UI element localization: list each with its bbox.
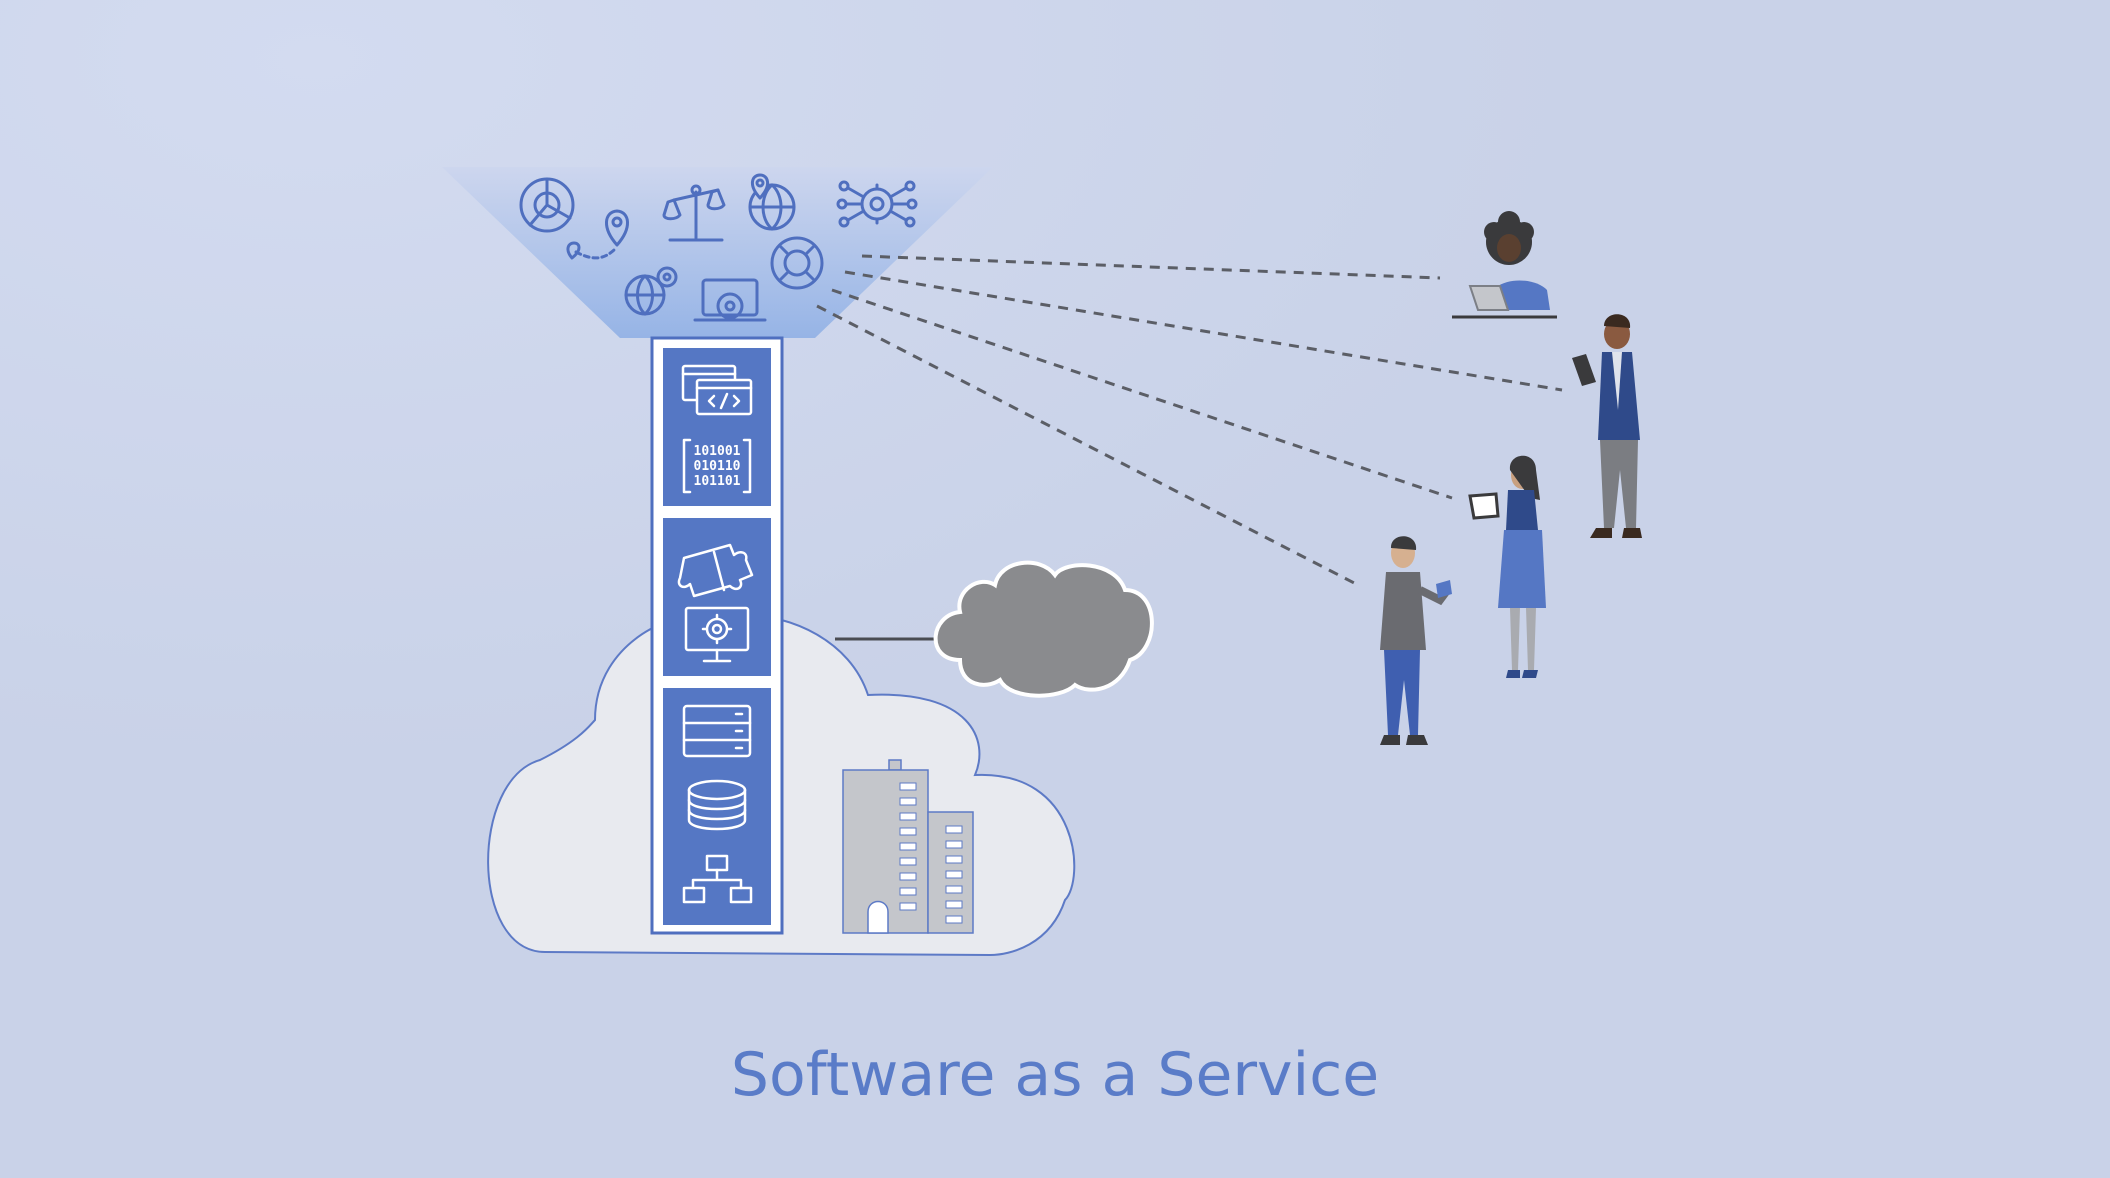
office-building-icon xyxy=(842,759,974,934)
globe-pin-icon xyxy=(748,173,796,231)
person-phone-man-icon xyxy=(1380,536,1452,745)
person-tablet-woman-icon xyxy=(1468,455,1546,678)
gear-network-icon xyxy=(836,180,918,228)
binary-line-3: 101101 xyxy=(694,474,741,489)
globe-gear-icon xyxy=(624,266,678,316)
location-route-icon xyxy=(566,209,629,260)
cloud-icon xyxy=(933,560,1154,698)
monitor-gear-icon xyxy=(684,606,750,663)
network-hierarchy-icon xyxy=(682,854,753,904)
laptop-gear-icon xyxy=(693,278,767,322)
person-laptop-icon xyxy=(1452,211,1557,319)
lifebuoy-icon xyxy=(770,236,824,290)
connector-user-2 xyxy=(844,270,1563,392)
puzzle-icon xyxy=(677,543,754,598)
person-tablet-man-icon xyxy=(1572,314,1642,538)
server-icon xyxy=(682,704,752,758)
pie-chart-icon xyxy=(519,177,575,233)
binary-line-1: 101001 xyxy=(694,444,741,459)
binary-data-icon xyxy=(682,438,752,494)
funnel xyxy=(442,167,993,338)
database-icon xyxy=(687,779,747,831)
connector-user-4 xyxy=(816,304,1359,587)
stack-group-infrastructure xyxy=(663,688,771,925)
connector-user-3 xyxy=(831,288,1453,500)
scales-icon xyxy=(662,184,726,242)
binary-line-2: 010110 xyxy=(694,459,741,474)
diagram-caption: Software as a Service xyxy=(731,1040,1379,1110)
code-windows-icon xyxy=(681,364,753,416)
connector-user-1 xyxy=(861,254,1441,280)
